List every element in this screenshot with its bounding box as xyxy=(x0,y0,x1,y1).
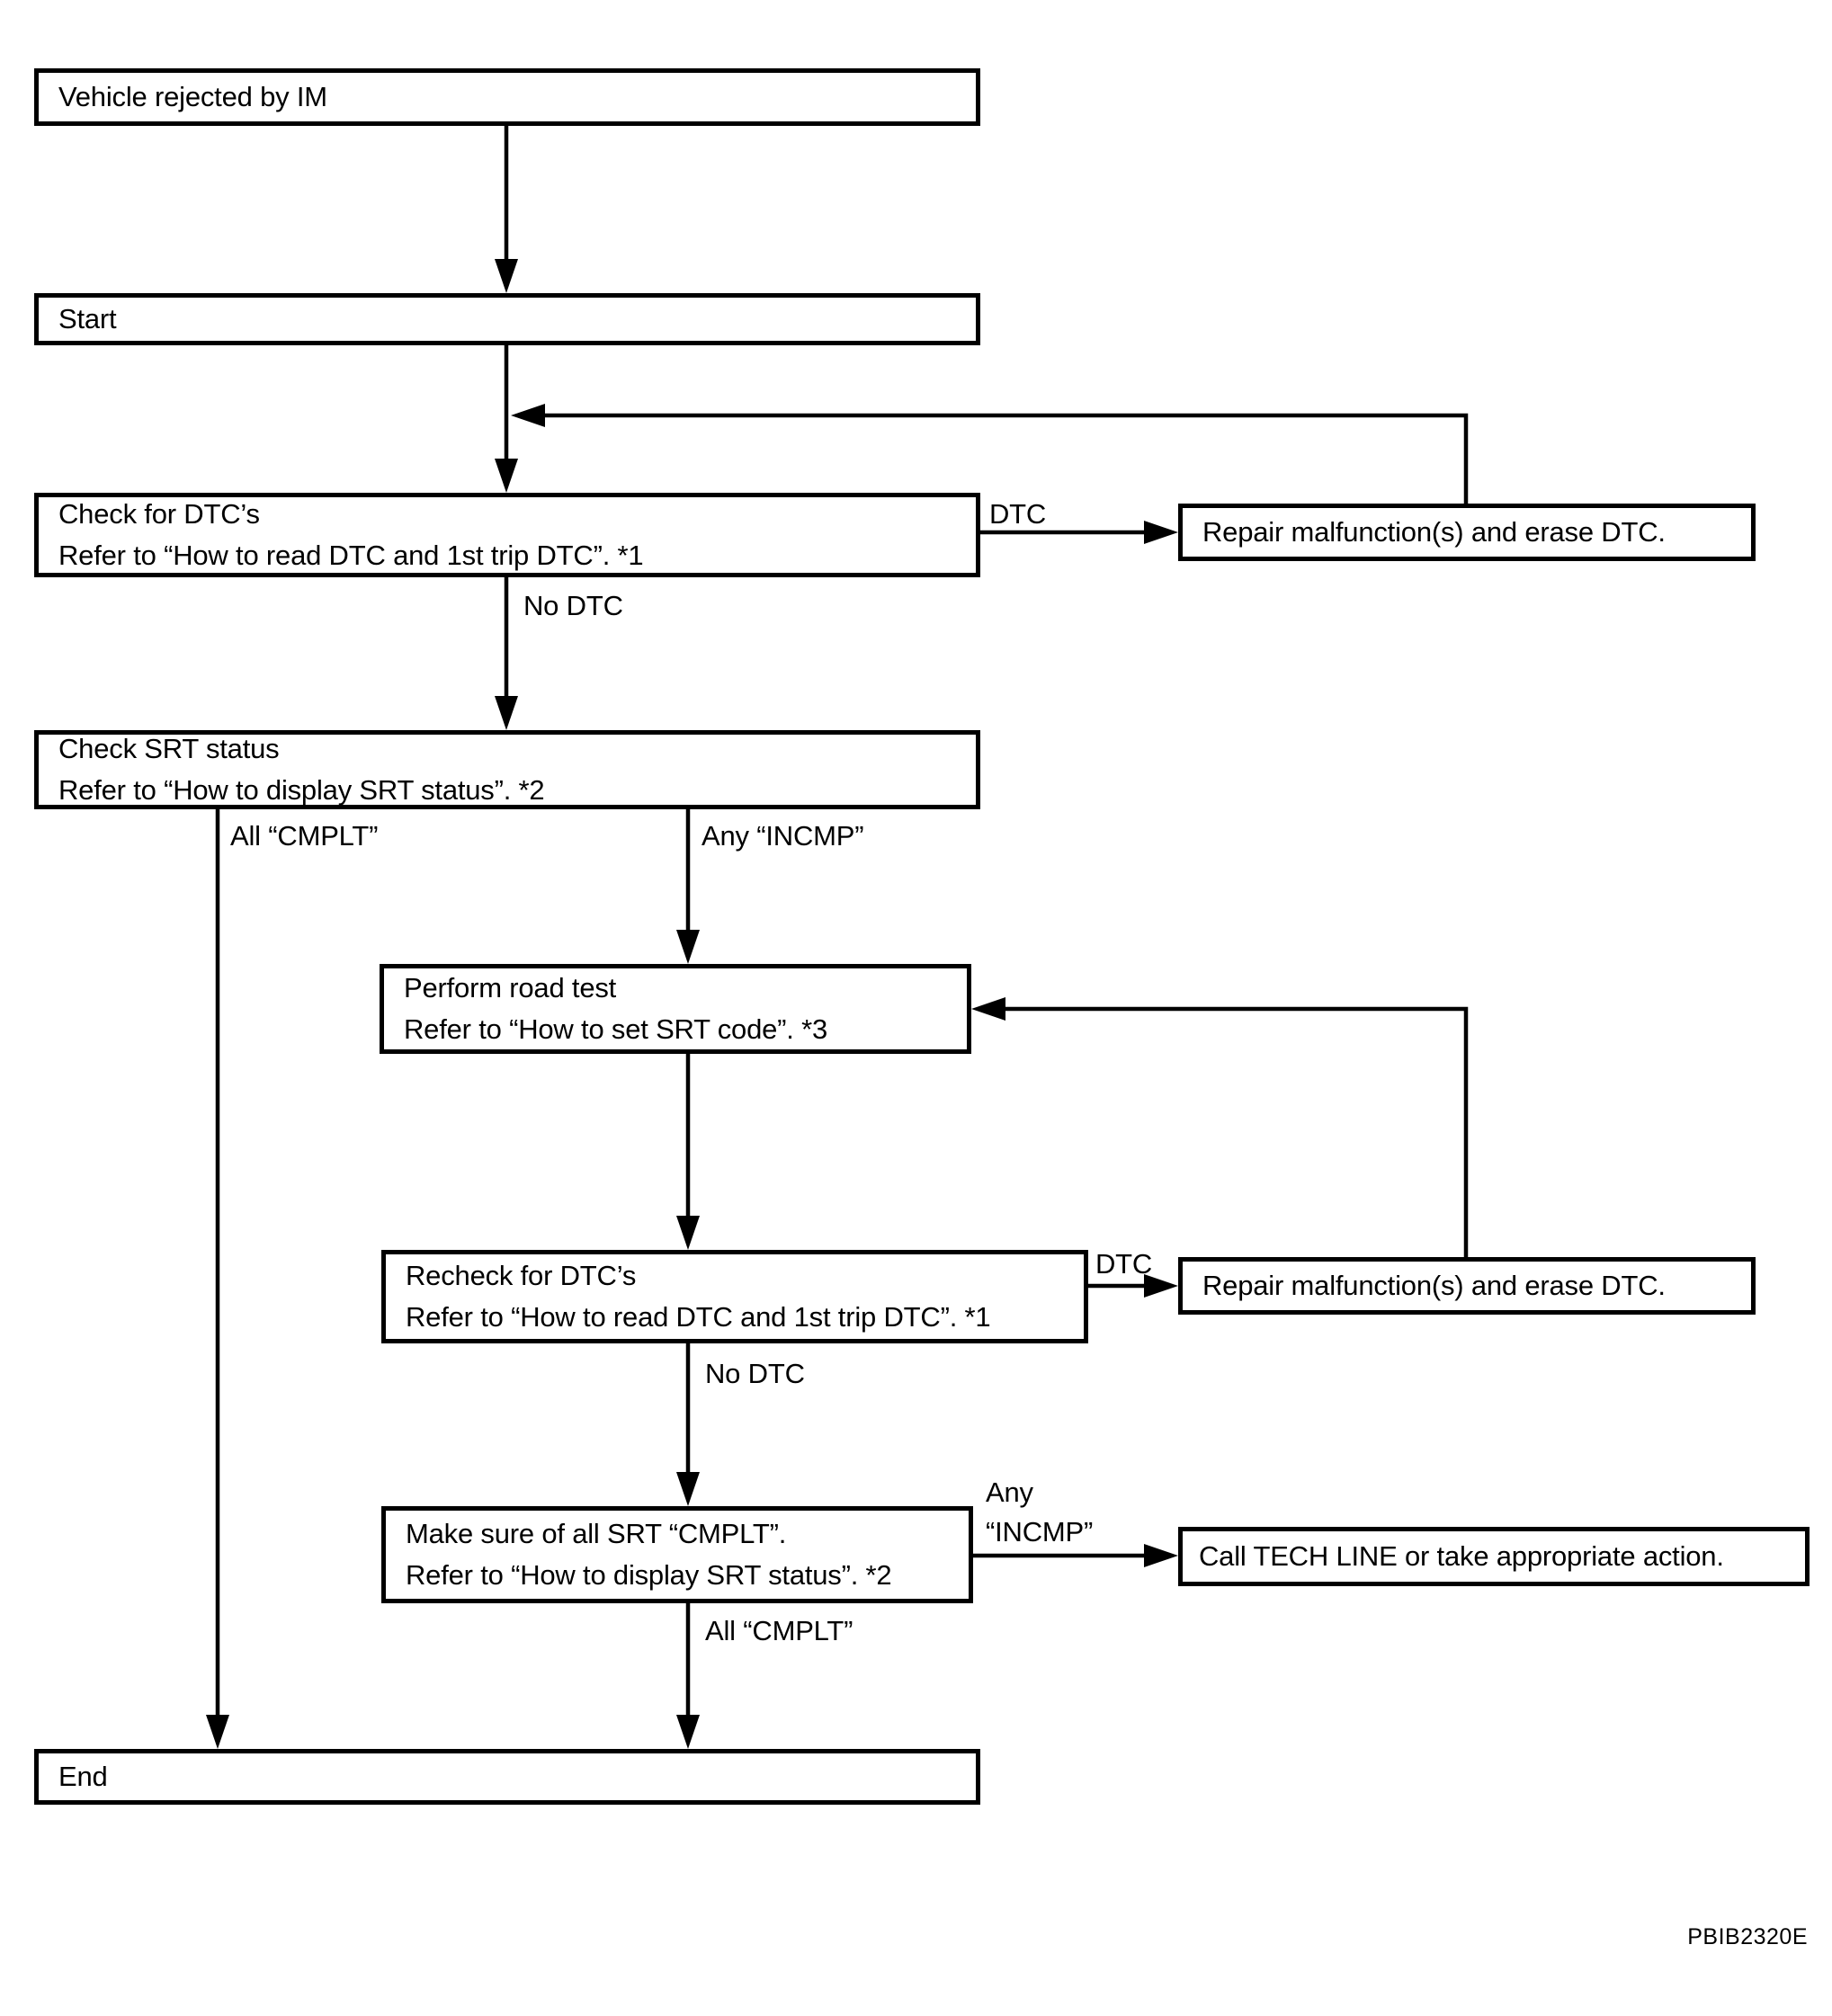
edge-recheck-to-repair2 xyxy=(1088,1274,1178,1298)
check-srt-line2: Refer to “How to display SRT status”. *2 xyxy=(58,774,545,806)
edge-label-no-dtc-2: No DTC xyxy=(705,1358,805,1389)
vehicle-rejected-box: Vehicle rejected by IM xyxy=(34,68,980,126)
edge-vehicle-to-start xyxy=(495,126,518,293)
edge-make-sure-to-tech-line xyxy=(973,1544,1178,1567)
end-label: End xyxy=(58,1761,108,1792)
edge-check-srt-to-end xyxy=(206,807,229,1749)
edge-label-dtc-2: DTC xyxy=(1095,1248,1153,1280)
edge-label-all-cmplt-1: All “CMPLT” xyxy=(230,820,379,852)
edge-repair2-loopback xyxy=(971,997,1469,1257)
make-sure-srt-line1: Make sure of all SRT “CMPLT”. xyxy=(406,1518,787,1549)
edge-check-dtc-to-check-srt xyxy=(495,577,518,730)
check-dtc-line1: Check for DTC’s xyxy=(58,498,260,530)
edge-label-any-incmp-2: Any “INCMP” xyxy=(986,1473,1093,1552)
repair-dtc-box-2: Repair malfunction(s) and erase DTC. xyxy=(1178,1257,1756,1315)
edge-check-dtc-to-repair1 xyxy=(980,521,1178,544)
figure-code: PBIB2320E xyxy=(1687,1924,1808,1949)
repair-dtc-box-1: Repair malfunction(s) and erase DTC. xyxy=(1178,504,1756,561)
edge-label-no-dtc-1: No DTC xyxy=(523,590,623,621)
recheck-dtc-box: Recheck for DTC’s Refer to “How to read … xyxy=(381,1250,1088,1343)
edge-label-dtc-1: DTC xyxy=(989,498,1047,530)
check-dtc-box: Check for DTC’s Refer to “How to read DT… xyxy=(34,493,980,577)
recheck-dtc-line2: Refer to “How to read DTC and 1st trip D… xyxy=(406,1301,991,1333)
edge-label-any-incmp-2-line1: Any xyxy=(986,1476,1033,1508)
road-test-line1: Perform road test xyxy=(404,972,617,1004)
edge-recheck-to-make-sure xyxy=(676,1343,700,1506)
repair-dtc-label-1: Repair malfunction(s) and erase DTC. xyxy=(1202,516,1666,548)
road-test-box: Perform road test Refer to “How to set S… xyxy=(380,964,971,1054)
tech-line-label: Call TECH LINE or take appropriate actio… xyxy=(1199,1540,1724,1572)
edge-check-srt-to-road-test xyxy=(676,807,700,964)
edge-start-to-check-dtc xyxy=(495,345,518,493)
edge-road-test-to-recheck xyxy=(676,1054,700,1250)
edge-repair1-loopback xyxy=(511,404,1469,504)
check-srt-line1: Check SRT status xyxy=(58,733,280,764)
start-box: Start xyxy=(34,293,980,345)
road-test-line2: Refer to “How to set SRT code”. *3 xyxy=(404,1013,828,1045)
make-sure-srt-line2: Refer to “How to display SRT status”. *2 xyxy=(406,1559,892,1591)
tech-line-box: Call TECH LINE or take appropriate actio… xyxy=(1178,1527,1810,1586)
vehicle-rejected-label: Vehicle rejected by IM xyxy=(58,81,327,112)
recheck-dtc-line1: Recheck for DTC’s xyxy=(406,1260,637,1291)
repair-dtc-label-2: Repair malfunction(s) and erase DTC. xyxy=(1202,1270,1666,1301)
make-sure-srt-box: Make sure of all SRT “CMPLT”. Refer to “… xyxy=(381,1506,973,1603)
check-srt-box: Check SRT status Refer to “How to displa… xyxy=(34,730,980,809)
edge-label-all-cmplt-2: All “CMPLT” xyxy=(705,1615,853,1646)
start-label: Start xyxy=(58,303,117,335)
edge-make-sure-to-end xyxy=(676,1603,700,1749)
edge-label-any-incmp-1: Any “INCMP” xyxy=(702,820,864,852)
end-box: End xyxy=(34,1749,980,1805)
check-dtc-line2: Refer to “How to read DTC and 1st trip D… xyxy=(58,540,644,571)
edge-label-any-incmp-2-line2: “INCMP” xyxy=(986,1516,1094,1548)
